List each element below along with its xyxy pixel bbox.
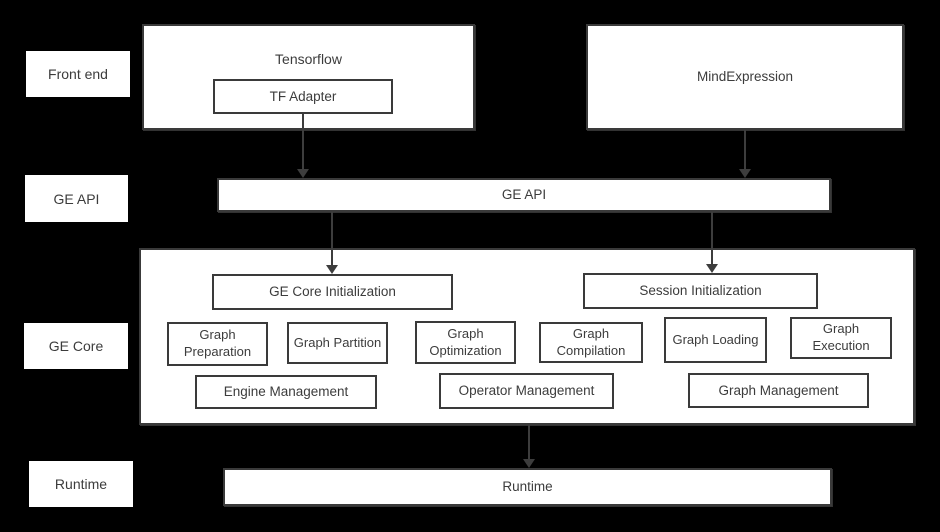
graph-preparation-box: Graph Preparation (167, 322, 268, 366)
ge-api-bar: GE API (217, 178, 831, 212)
mindexpression-box: MindExpression (586, 24, 904, 130)
runtime-bar: Runtime (223, 468, 832, 506)
row-label-runtime: Runtime (29, 461, 133, 507)
row-label-ge-api: GE API (25, 175, 128, 222)
session-initialization-box: Session Initialization (583, 273, 818, 309)
arrow-geapi-to-gecore-init (326, 212, 338, 274)
row-label-front-end: Front end (26, 51, 130, 97)
graph-loading-box: Graph Loading (664, 317, 767, 363)
operator-management-box: Operator Management (439, 373, 614, 409)
arrow-mindexpression-to-geapi (739, 130, 751, 178)
row-label-ge-core: GE Core (24, 323, 128, 369)
tensorflow-box: Tensorflow TF Adapter (142, 24, 475, 130)
tensorflow-label: Tensorflow (275, 51, 342, 67)
graph-optimization-box: Graph Optimization (415, 321, 516, 364)
ge-core-box: GE Core Initialization Session Initializ… (139, 248, 915, 425)
graph-compilation-box: Graph Compilation (539, 322, 643, 363)
tf-adapter-box: TF Adapter (213, 79, 393, 114)
graph-management-box: Graph Management (688, 373, 869, 408)
graph-execution-box: Graph Execution (790, 317, 892, 359)
ge-core-initialization-box: GE Core Initialization (212, 274, 453, 310)
arrow-gecore-to-runtime (523, 425, 535, 468)
arrow-geapi-to-session-init (706, 212, 718, 273)
arrow-tfadapter-to-geapi (297, 114, 309, 178)
engine-management-box: Engine Management (195, 375, 377, 409)
graph-partition-box: Graph Partition (287, 322, 388, 364)
